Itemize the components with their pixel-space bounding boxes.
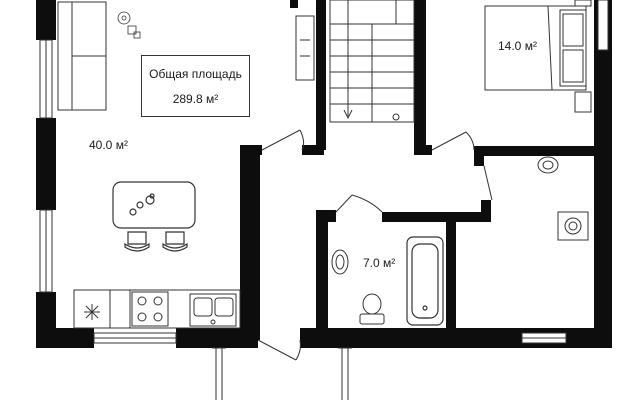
- living-room-area-label: 40.0 м²: [89, 138, 128, 152]
- plant-icon: [117, 11, 141, 39]
- toilet: [359, 293, 385, 325]
- total-area-title: Общая площадь: [149, 67, 242, 81]
- total-area-value: 289.8 м²: [172, 92, 219, 106]
- kitchen-sink: [189, 293, 237, 327]
- nightstands: [574, 0, 592, 113]
- dining-table: [112, 181, 196, 229]
- bedroom-area-label: 14.0 м²: [498, 39, 537, 53]
- porch-lines: [212, 347, 352, 400]
- walls: [36, 0, 612, 348]
- bed: [484, 5, 587, 91]
- sofa: [57, 1, 107, 111]
- dining-chairs: [124, 231, 188, 252]
- staircase: [329, 0, 415, 123]
- bathroom-area-label: 7.0 м²: [363, 256, 396, 270]
- snowflake-icon: [84, 304, 100, 320]
- bathroom-sink: [331, 249, 349, 275]
- washing-machine: [557, 211, 589, 241]
- cooktop: [131, 291, 169, 327]
- kitchen-counter: [73, 289, 241, 329]
- doors: [257, 129, 493, 361]
- windows: [39, 0, 609, 344]
- bathtub: [406, 236, 444, 326]
- wardrobe: [295, 15, 315, 81]
- washbasin-right: [537, 156, 559, 174]
- total-area-box: Общая площадь 289.8 м²: [141, 55, 250, 117]
